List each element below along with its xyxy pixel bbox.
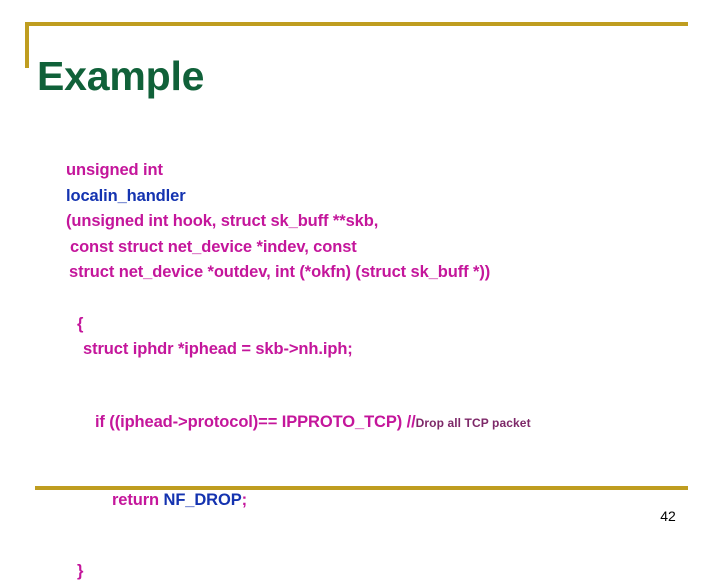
- code-line-params-2: const struct net_device *indev, const: [66, 235, 666, 261]
- code-line-return-type: unsigned int: [66, 158, 666, 184]
- code-line-params-1: (unsigned int hook, struct sk_buff **skb…: [66, 209, 666, 235]
- title-top-rule: [25, 22, 688, 26]
- code-line-declaration: struct iphdr *iphead = skb->nh.iph;: [66, 337, 666, 363]
- page-title: Example: [37, 50, 204, 102]
- code-spacer-3: [66, 539, 666, 559]
- code-spacer-2: [66, 363, 666, 385]
- code-line-function-name: localin_handler: [66, 184, 666, 210]
- page-number: 42: [648, 508, 688, 524]
- title-left-accent-bar: [25, 22, 29, 68]
- code-line-close-brace: }: [66, 559, 666, 584]
- code-block: unsigned int localin_handler (unsigned i…: [66, 158, 666, 584]
- return-value: NF_DROP: [164, 491, 242, 509]
- return-keyword: return: [112, 491, 164, 509]
- code-line-return: return NF_DROP;: [66, 462, 666, 539]
- code-spacer-1: [66, 286, 666, 312]
- footer-rule: [35, 486, 688, 490]
- code-line-open-brace: {: [66, 312, 666, 338]
- if-condition-text: if ((iphead->protocol)== IPPROTO_TCP) //: [95, 413, 416, 431]
- return-terminator: ;: [242, 491, 247, 509]
- code-line-if-statement: if ((iphead->protocol)== IPPROTO_TCP) //…: [66, 385, 666, 463]
- code-line-params-3: struct net_device *outdev, int (*okfn) (…: [66, 260, 666, 286]
- if-inline-comment: Drop all TCP packet: [416, 416, 531, 430]
